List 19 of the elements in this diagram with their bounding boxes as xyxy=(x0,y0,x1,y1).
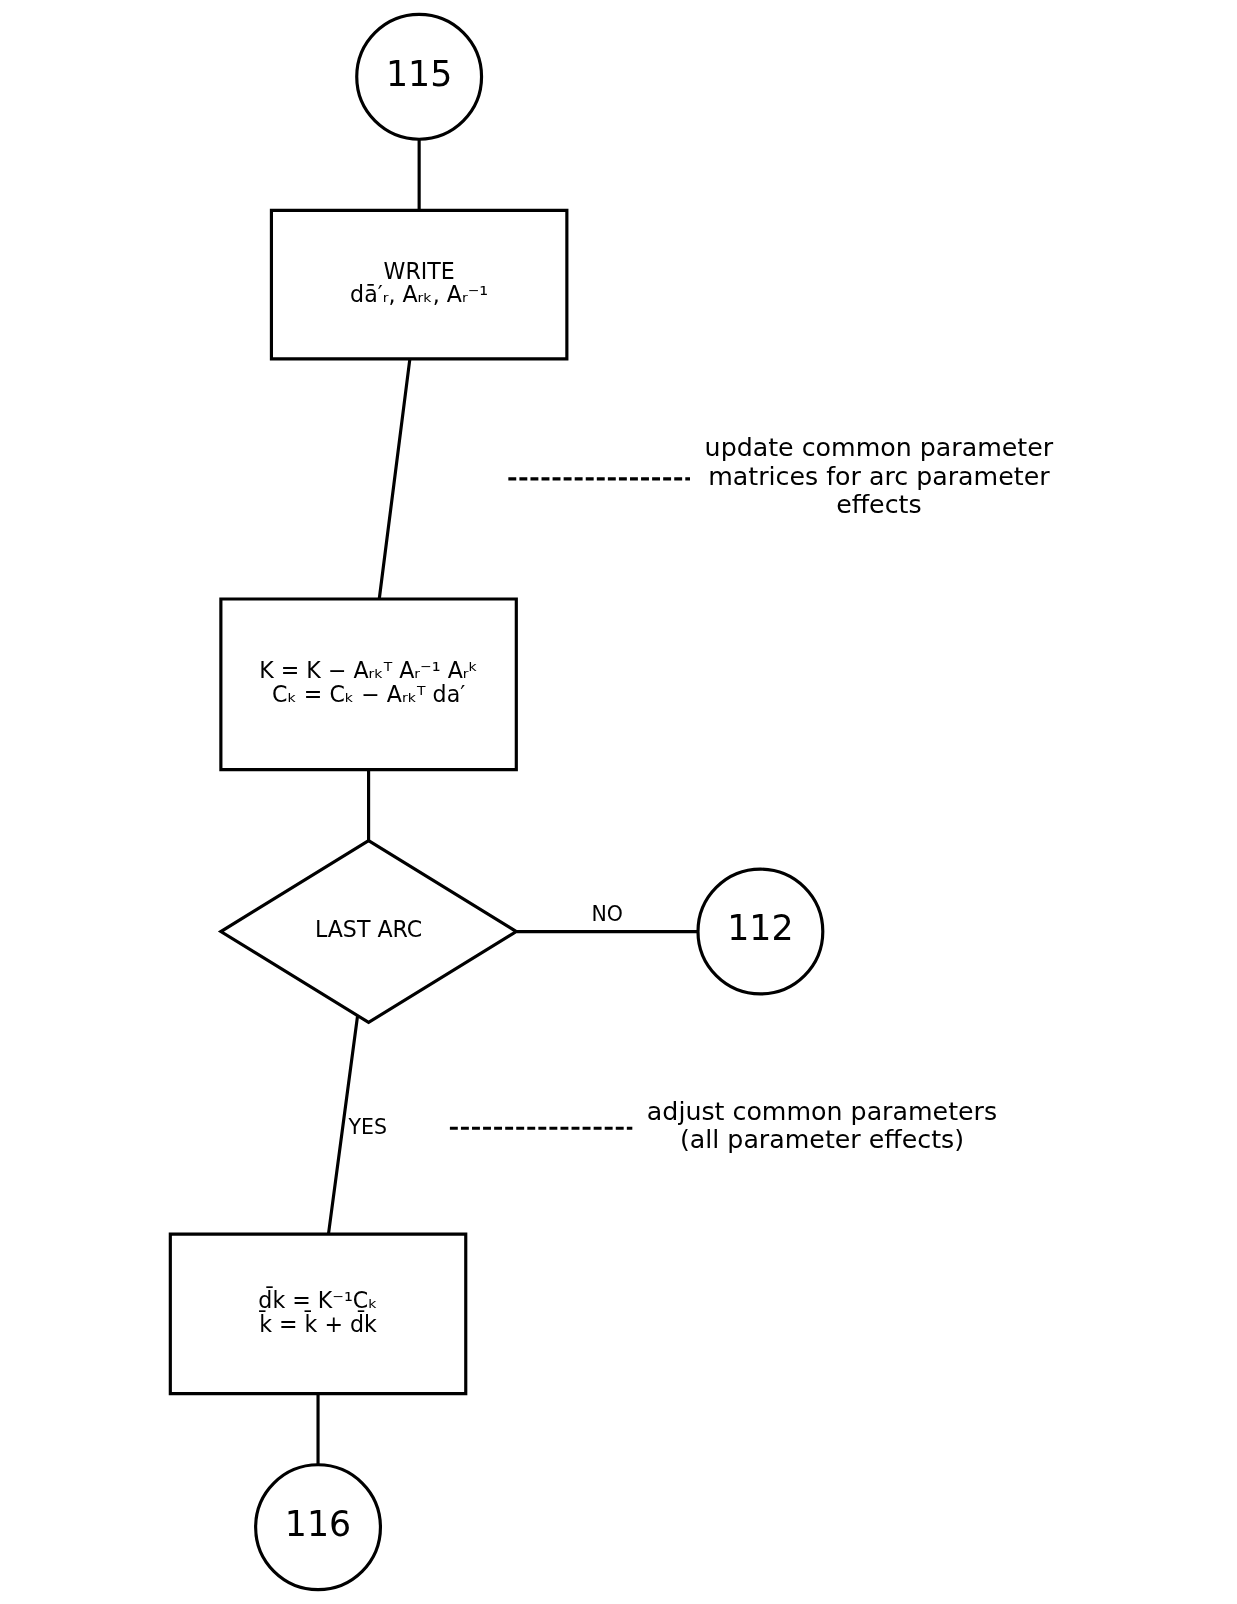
connector xyxy=(366,769,370,841)
connector xyxy=(326,1015,359,1234)
node-circle: 112 xyxy=(695,867,824,996)
node-circle: 115 xyxy=(354,12,483,141)
node-circle: 116 xyxy=(253,1463,382,1592)
connector xyxy=(507,477,690,481)
connector xyxy=(449,1126,632,1130)
connector xyxy=(315,1393,320,1465)
connector xyxy=(417,139,421,210)
node-box: WRITE dā′ᵣ, Aᵣₖ, Aᵣ⁻¹ xyxy=(269,208,568,361)
connector xyxy=(516,929,698,934)
node-text: adjust common parameters (all parameter effects) xyxy=(646,1097,997,1155)
node-text: update common parameter matrices for arc parameter effects xyxy=(704,433,1053,520)
node-box: d̄k = K⁻¹Cₖ k̄ = k̄ + d̄k xyxy=(168,1232,467,1396)
edge-label: NO xyxy=(590,902,623,927)
node-box: K = K − Aᵣₖᵀ Aᵣ⁻¹ Aᵣᵏ Cₖ = Cₖ − Aᵣₖᵀ da′ xyxy=(218,597,518,772)
edge-label: YES xyxy=(348,1114,387,1139)
connector xyxy=(377,358,411,599)
node-diamond: LAST ARC xyxy=(217,838,519,1025)
